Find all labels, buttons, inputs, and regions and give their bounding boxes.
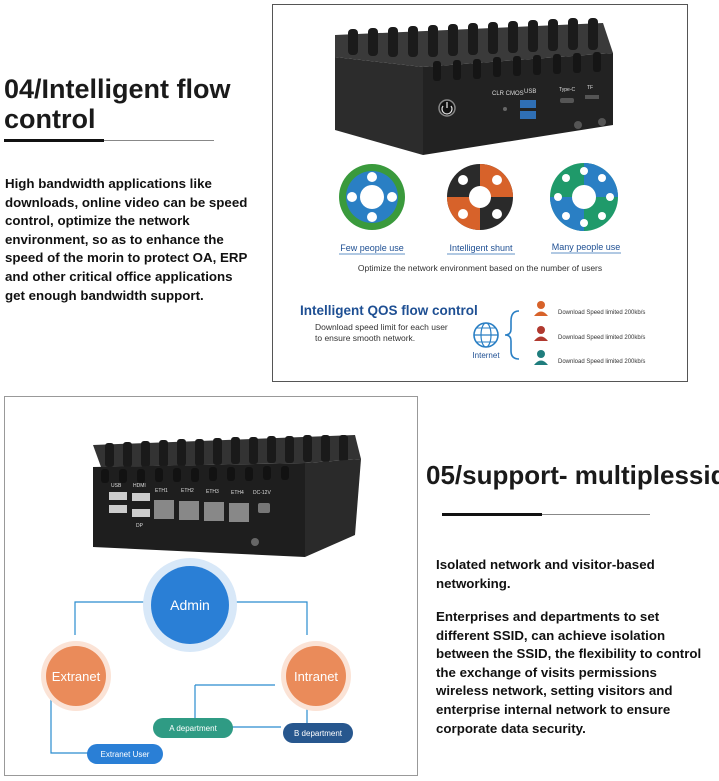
usb-label: USB xyxy=(524,89,536,95)
section1-divider xyxy=(4,140,214,141)
flow-control-illustration: CLR CMOS USB Type-C TF xyxy=(300,18,645,365)
eth3-port xyxy=(204,502,224,521)
speed-row-3: Download Speed limited 200kb/s xyxy=(558,359,645,365)
section2-body-intro: Isolated network and visitor-based netwo… xyxy=(436,557,655,591)
section2-body-detail: Enterprises and departments to set diffe… xyxy=(436,609,702,736)
many-people-icon xyxy=(550,163,618,231)
eth2-port xyxy=(179,501,199,520)
intranet-label: Intranet xyxy=(294,669,338,684)
usb-port-1 xyxy=(109,492,127,500)
flow-control-figure: CLR CMOS USB Type-C TF xyxy=(272,4,688,382)
usb-port-2 xyxy=(109,505,127,513)
tf-label: TF xyxy=(587,85,593,91)
many-people-label: Many people use xyxy=(552,242,621,252)
a-department-label: A department xyxy=(169,724,217,733)
user-icon-red xyxy=(534,326,548,341)
usb-port-label: USB xyxy=(111,483,122,489)
section1-body: High bandwidth applications like downloa… xyxy=(5,176,248,303)
few-people-label: Few people use xyxy=(340,243,404,253)
dc-port xyxy=(258,503,270,513)
internet-globe-icon xyxy=(473,322,499,348)
dc-label: DC-12V xyxy=(253,490,271,496)
clr-cmos-label: CLR CMOS xyxy=(492,91,524,97)
mini-pc-device xyxy=(335,18,613,155)
eth4-label: ETH4 xyxy=(231,490,244,496)
extranet-node xyxy=(46,646,106,706)
section2-divider-accent xyxy=(442,513,542,516)
admin-label: Admin xyxy=(170,597,210,613)
intranet-node xyxy=(286,646,346,706)
eth4-port xyxy=(229,503,249,522)
multi-ssid-figure: USB HDMI ETH1 ETH2 ETH3 ETH4 DC-12V DP A… xyxy=(4,396,418,776)
extranet-label: Extranet xyxy=(52,669,101,684)
qos-brace xyxy=(504,310,520,360)
intelligent-shunt-label: Intelligent shunt xyxy=(449,243,513,253)
few-people-icon xyxy=(339,164,405,230)
eth3-label: ETH3 xyxy=(206,489,219,495)
b-department-pill xyxy=(283,723,353,743)
typec-label: Type-C xyxy=(559,87,576,93)
speed-row-2: Download Speed limited 200kb/s xyxy=(558,335,645,341)
section2-divider xyxy=(442,514,650,515)
dp-port xyxy=(132,509,150,517)
b-department-label: B department xyxy=(294,729,343,738)
a-department-pill xyxy=(153,718,233,738)
extranet-user-pill xyxy=(87,744,163,764)
dp-label: DP xyxy=(136,523,144,529)
firewall-device xyxy=(93,435,361,557)
extranet-user-label: Extranet User xyxy=(101,750,150,759)
qos-sub1: Download speed limit for each user xyxy=(315,322,448,332)
hdmi-port-label: HDMI xyxy=(133,483,146,489)
qos-title: Intelligent QOS flow control xyxy=(300,303,478,318)
hdmi-port xyxy=(132,493,150,501)
intelligent-shunt-icon xyxy=(447,164,513,230)
qos-sub2: to ensure smooth network. xyxy=(315,333,415,343)
multi-ssid-illustration: USB HDMI ETH1 ETH2 ETH3 ETH4 DC-12V DP A… xyxy=(41,435,361,764)
internet-label: Internet xyxy=(472,351,500,360)
eth2-label: ETH2 xyxy=(181,488,194,494)
eth1-port xyxy=(154,500,174,519)
section2-heading: 05/support- multiplessid xyxy=(426,460,719,490)
section1-divider-accent xyxy=(4,139,104,142)
user-icon-orange xyxy=(534,301,548,316)
admin-node xyxy=(151,566,229,644)
user-icon-teal xyxy=(534,350,548,365)
speed-row-1: Download Speed limited 200kb/s xyxy=(558,310,645,316)
eth1-label: ETH1 xyxy=(155,488,168,494)
section1-heading: 04/Intelligent flow control xyxy=(4,74,231,134)
optimize-caption: Optimize the network environment based o… xyxy=(358,263,602,273)
